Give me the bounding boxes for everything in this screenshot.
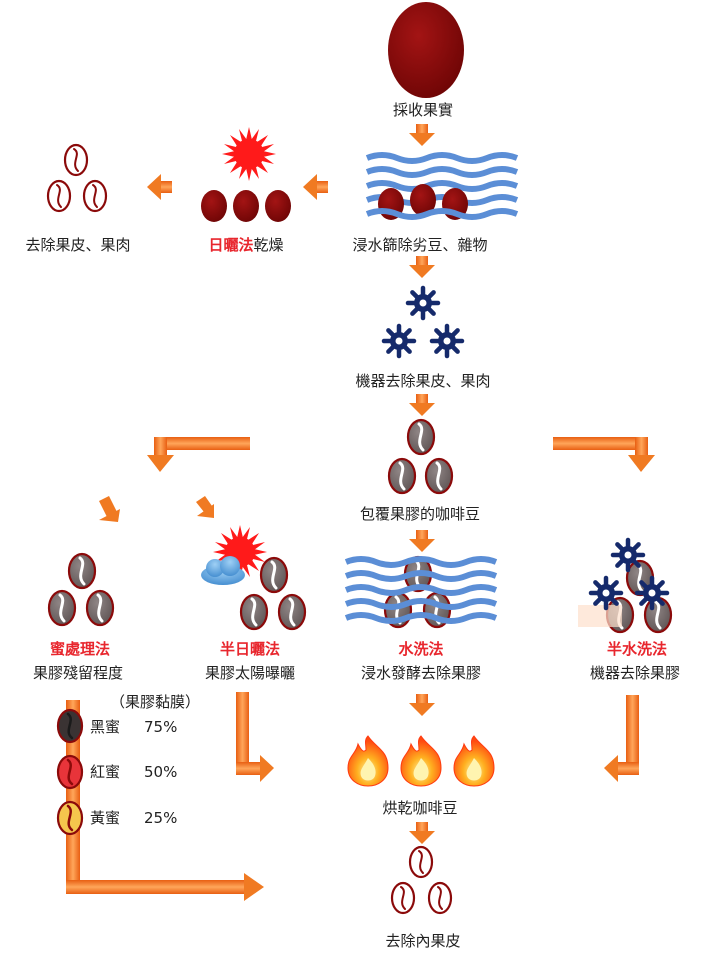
step-mucilage-beans: 包覆果膠的咖啡豆 [359, 505, 481, 523]
semi-sun-beans-icon [239, 556, 307, 631]
honey-grade-red-pct: 50% [144, 763, 178, 781]
step-dry-beans: 烘乾咖啡豆 [382, 799, 458, 817]
honey-grade-red-name: 紅蜜 [90, 763, 121, 781]
semi-sun-flow-arrow [236, 692, 274, 782]
step-remove-skin-pulp: 去除果皮、果肉 [25, 236, 131, 254]
final-beans-icon [390, 845, 453, 915]
arrow-down-5 [409, 694, 435, 716]
arrow-diag-honey [99, 496, 120, 522]
cherry-icon [388, 2, 464, 98]
washed-method-desc: 浸水發酵去除果膠 [360, 664, 482, 682]
natural-method-label: 日曬法乾燥 [208, 236, 283, 254]
semi-washed-icon [578, 540, 673, 634]
step-remove-parchment: 去除內果皮 [385, 932, 461, 950]
semi-washed-flow-arrow [604, 695, 639, 782]
arrow-down-6 [409, 822, 435, 844]
semi-sun-method-name: 半日曬法 [219, 640, 281, 658]
mucilage-beans-icon [387, 418, 454, 495]
branch-arrow-left [147, 437, 250, 472]
honey-beans-icon [47, 552, 115, 627]
honey-grade-yellow-name: 黃蜜 [90, 809, 121, 827]
peeled-beans-icon [46, 143, 108, 213]
sun-cloud-icon [201, 525, 267, 585]
honey-grade-red-bean [56, 754, 84, 790]
natural-method-name: 日曬法 [208, 236, 254, 254]
arrow-down-3 [409, 394, 435, 416]
honey-method-name: 蜜處理法 [49, 640, 111, 658]
drying-cherries-icon [201, 190, 291, 222]
arrow-left-2 [147, 174, 172, 200]
honey-flow-arrow [66, 700, 264, 901]
honey-grade-black-name: 黑蜜 [90, 718, 121, 736]
honey-grade-black-bean [56, 708, 84, 744]
honey-method-desc: 果膠殘留程度 [32, 664, 124, 682]
sun-icon [222, 127, 276, 181]
step-soak: 浸水篩除劣豆、雜物 [352, 236, 488, 254]
honey-note: （果膠黏膜） [110, 693, 201, 711]
machine-gears-icon [384, 288, 462, 356]
arrow-diag-semi-sun [196, 496, 214, 518]
branch-arrow-right [553, 437, 655, 472]
arrow-down-1 [409, 124, 435, 146]
semi-washed-method-desc: 機器去除果膠 [589, 664, 681, 682]
honey-grade-yellow-pct: 25% [144, 809, 178, 827]
semi-sun-method-desc: 果膠太陽曝曬 [204, 664, 296, 682]
water-soak-icon [367, 155, 517, 220]
step-harvest: 採收果實 [392, 101, 454, 119]
arrow-down-2 [409, 256, 435, 278]
honey-grade-yellow-bean [56, 800, 84, 836]
arrow-left-1 [303, 174, 328, 200]
semi-washed-method-name: 半水洗法 [606, 640, 668, 658]
step-machine-pulp: 機器去除果皮、果肉 [355, 372, 491, 390]
washed-method-name: 水洗法 [398, 640, 444, 658]
natural-method-suffix: 乾燥 [253, 236, 284, 254]
honey-grade-black-pct: 75% [144, 718, 178, 736]
washed-water-icon [346, 555, 496, 629]
fire-icons [347, 735, 495, 787]
arrow-down-4 [409, 530, 435, 552]
